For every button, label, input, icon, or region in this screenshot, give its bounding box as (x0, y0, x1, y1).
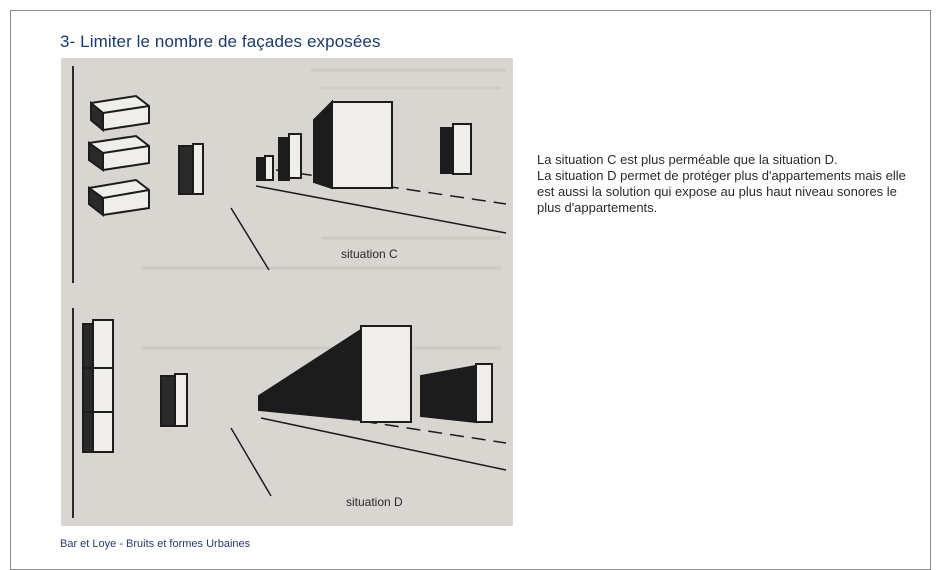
description-line-1: La situation C est plus perméable que la… (537, 152, 838, 167)
block-c-1 (90, 94, 150, 133)
buildings-c (256, 99, 472, 190)
figure-caption: Bar et Loye - Bruits et formes Urbaines (60, 538, 251, 550)
street-d (260, 407, 507, 471)
figure-scan: situation C situation D (61, 58, 513, 526)
block-d-small (160, 373, 188, 427)
block-c-tower (178, 143, 204, 195)
figure-label-c: situation C (341, 247, 398, 261)
section-title: 3- Limiter le nombre de façades exposées (60, 32, 381, 51)
figure-drawing: situation C situation D (61, 58, 513, 526)
description: La situation C est plus perméable que la… (537, 152, 917, 216)
buildings-d (258, 325, 493, 424)
block-c-2 (88, 134, 150, 172)
block-d-tower (82, 319, 114, 453)
figure-label-d: situation D (346, 495, 403, 509)
block-c-3 (88, 178, 150, 218)
description-line-2: La situation D permet de protéger plus d… (537, 168, 906, 215)
